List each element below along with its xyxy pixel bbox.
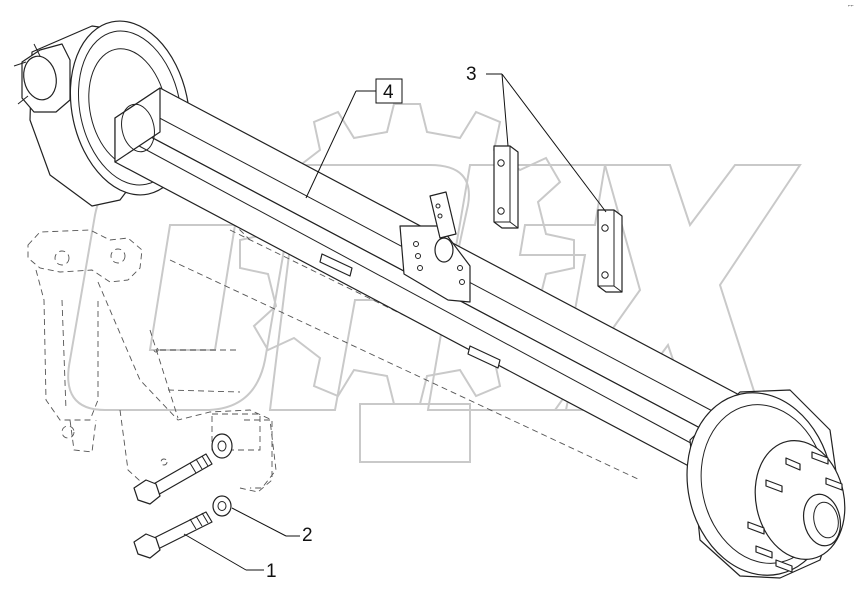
washers [211, 433, 233, 517]
spring-bracket [399, 191, 471, 303]
callout-2-label: 2 [302, 525, 313, 546]
callouts: 4 3 2 1 [183, 64, 607, 582]
right-brake-drum [686, 389, 846, 579]
weld-pad-upper [319, 253, 353, 277]
spacer-plates [493, 145, 623, 293]
bolts [133, 453, 213, 559]
bolt-upper [133, 453, 213, 505]
watermark-gear-lower [359, 403, 471, 463]
spacer-plate-1 [493, 145, 519, 229]
callout-3-label: 3 [466, 64, 477, 85]
washer-lower [212, 495, 232, 517]
corner-mark: ⌐⌐ [848, 3, 854, 9]
callout-4-label: 4 [383, 82, 394, 103]
weld-pad-lower [467, 345, 501, 369]
washer-upper [211, 433, 233, 459]
bolt-lower [133, 511, 213, 559]
wheel-studs [747, 451, 843, 573]
callout-1-label: 1 [266, 561, 277, 582]
spacer-plate-2 [597, 209, 623, 293]
axle-beam [114, 87, 746, 473]
